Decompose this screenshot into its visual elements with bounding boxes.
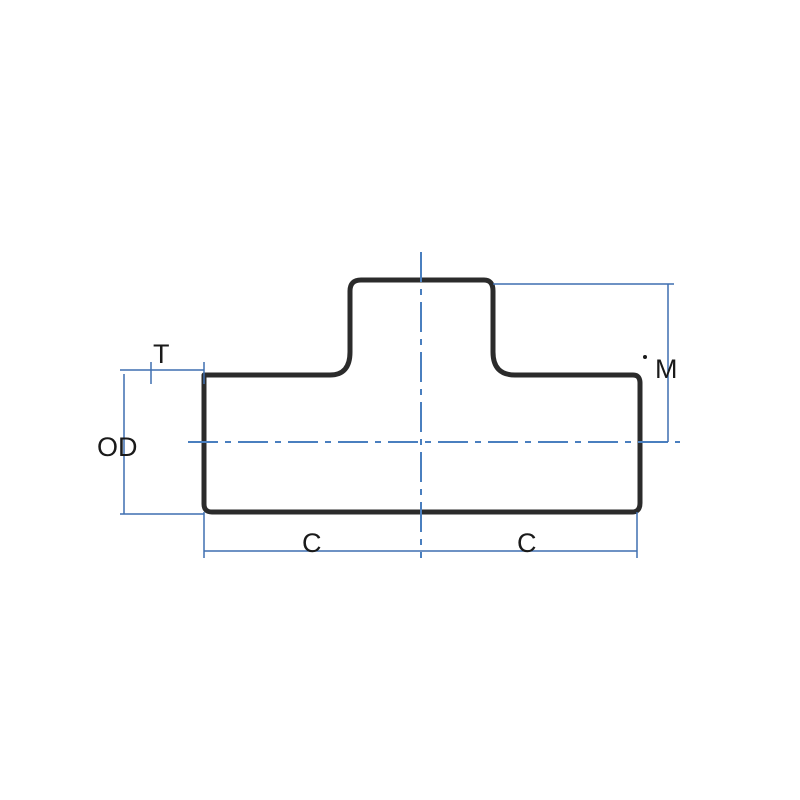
c-dimension — [203, 512, 638, 558]
m-dimension — [493, 283, 674, 442]
m-dot-marker — [643, 355, 647, 359]
label-m: M — [655, 354, 678, 384]
t-dimension — [150, 362, 205, 384]
label-t: T — [153, 339, 170, 369]
label-od: OD — [97, 432, 138, 462]
label-c-right: C — [517, 528, 537, 558]
od-dimension — [120, 369, 204, 515]
label-c-left: C — [302, 528, 322, 558]
tee-outline — [201, 277, 643, 515]
